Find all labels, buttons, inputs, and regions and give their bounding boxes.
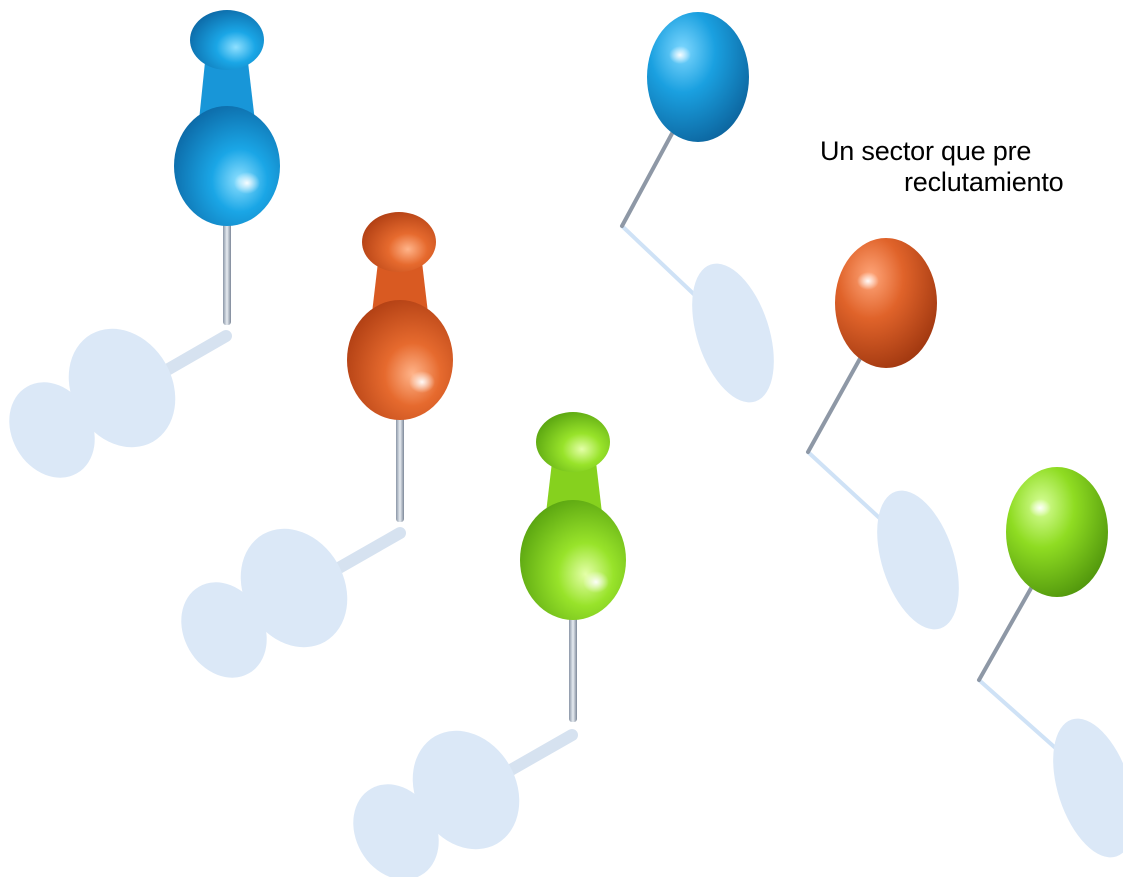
pin-shadow xyxy=(9,328,232,478)
caption-text: Un sector que pre reclutamiento xyxy=(820,136,1123,198)
pin-shadow xyxy=(977,678,1123,858)
blue-push-pin xyxy=(9,10,280,478)
green-push-pin xyxy=(353,412,626,877)
pin-shadow xyxy=(181,527,406,678)
pin-shadow xyxy=(806,450,959,630)
blue-ball-pin xyxy=(620,12,774,403)
caption-line-2: reclutamiento xyxy=(904,167,1064,197)
pin-shadow xyxy=(620,224,774,403)
pin-shadow xyxy=(353,729,578,877)
green-ball-pin xyxy=(977,467,1123,858)
caption-line-1: Un sector que pre xyxy=(820,136,1032,166)
orange-ball-pin xyxy=(806,238,959,630)
orange-push-pin xyxy=(181,212,453,678)
